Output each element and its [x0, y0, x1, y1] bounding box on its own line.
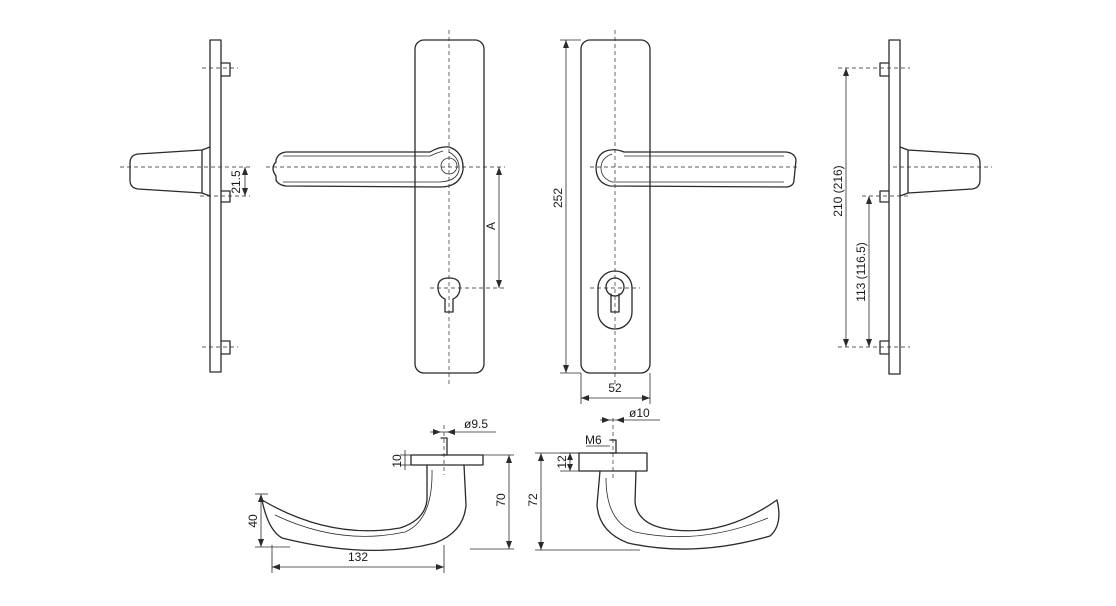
- dim-front-right-height: 252: [551, 188, 565, 208]
- dim-lever-right-thread: M6: [585, 433, 602, 447]
- front-view-right: 252 52: [551, 30, 800, 404]
- dim-side-right-inner: 113 (116.5): [854, 242, 868, 302]
- dim-lever-left-shaft: ø9.5: [464, 417, 488, 431]
- dim-lever-right-rose: 12: [555, 455, 569, 469]
- lever-view-left: ø9.5 10 70 40 132: [246, 417, 514, 573]
- dim-lever-right-height: 72: [526, 493, 540, 507]
- dim-lever-right-shaft: ø10: [629, 406, 650, 420]
- dim-lever-left-length: 132: [348, 550, 368, 564]
- dim-lever-left-rose: 10: [390, 454, 404, 468]
- dim-side-left-pitch: 21.5: [229, 170, 243, 194]
- dim-side-right-outer: 210 (216): [831, 165, 845, 216]
- side-view-right: 210 (216) 113 (116.5): [831, 39, 992, 375]
- side-view-left: 21.5: [120, 39, 250, 373]
- dim-front-right-width: 52: [608, 381, 622, 395]
- front-view-left: A: [266, 30, 505, 385]
- dim-lever-left-drop: 40: [246, 514, 260, 528]
- dim-front-left-axis: A: [484, 222, 498, 230]
- dim-lever-left-height: 70: [494, 493, 508, 507]
- lever-view-right: ø10 M6 12 72: [526, 406, 780, 551]
